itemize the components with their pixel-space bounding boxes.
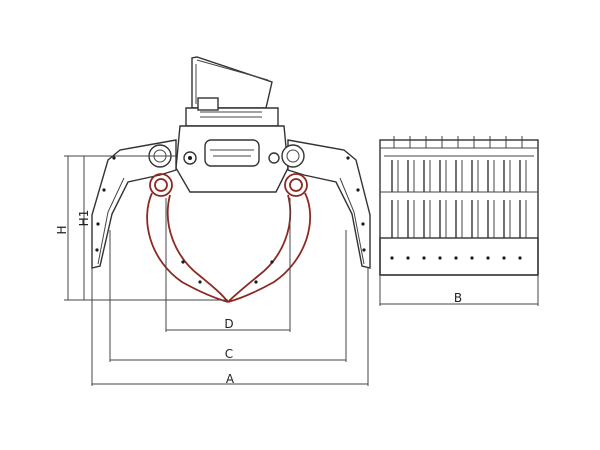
dimension-h: H xyxy=(55,155,80,301)
label-h: H xyxy=(55,225,69,234)
dimension-h1: H1 xyxy=(77,155,228,301)
dimension-b: B xyxy=(379,276,539,306)
dimension-a: A xyxy=(91,268,369,386)
inner-tines xyxy=(146,173,312,303)
label-a: A xyxy=(226,372,235,386)
label-d: D xyxy=(224,317,233,331)
dimension-d: D xyxy=(165,198,291,332)
label-c: C xyxy=(225,347,233,361)
mount-bracket xyxy=(185,56,279,127)
dimension-c: C xyxy=(109,230,347,362)
label-h1: H1 xyxy=(77,210,91,227)
left-jaw xyxy=(91,139,177,269)
front-view: H1 H D C A xyxy=(55,56,371,386)
rotator-body xyxy=(175,125,289,193)
right-jaw xyxy=(281,139,371,269)
label-b: B xyxy=(454,291,462,305)
side-view: B xyxy=(379,136,539,306)
brand-plate xyxy=(204,139,260,167)
